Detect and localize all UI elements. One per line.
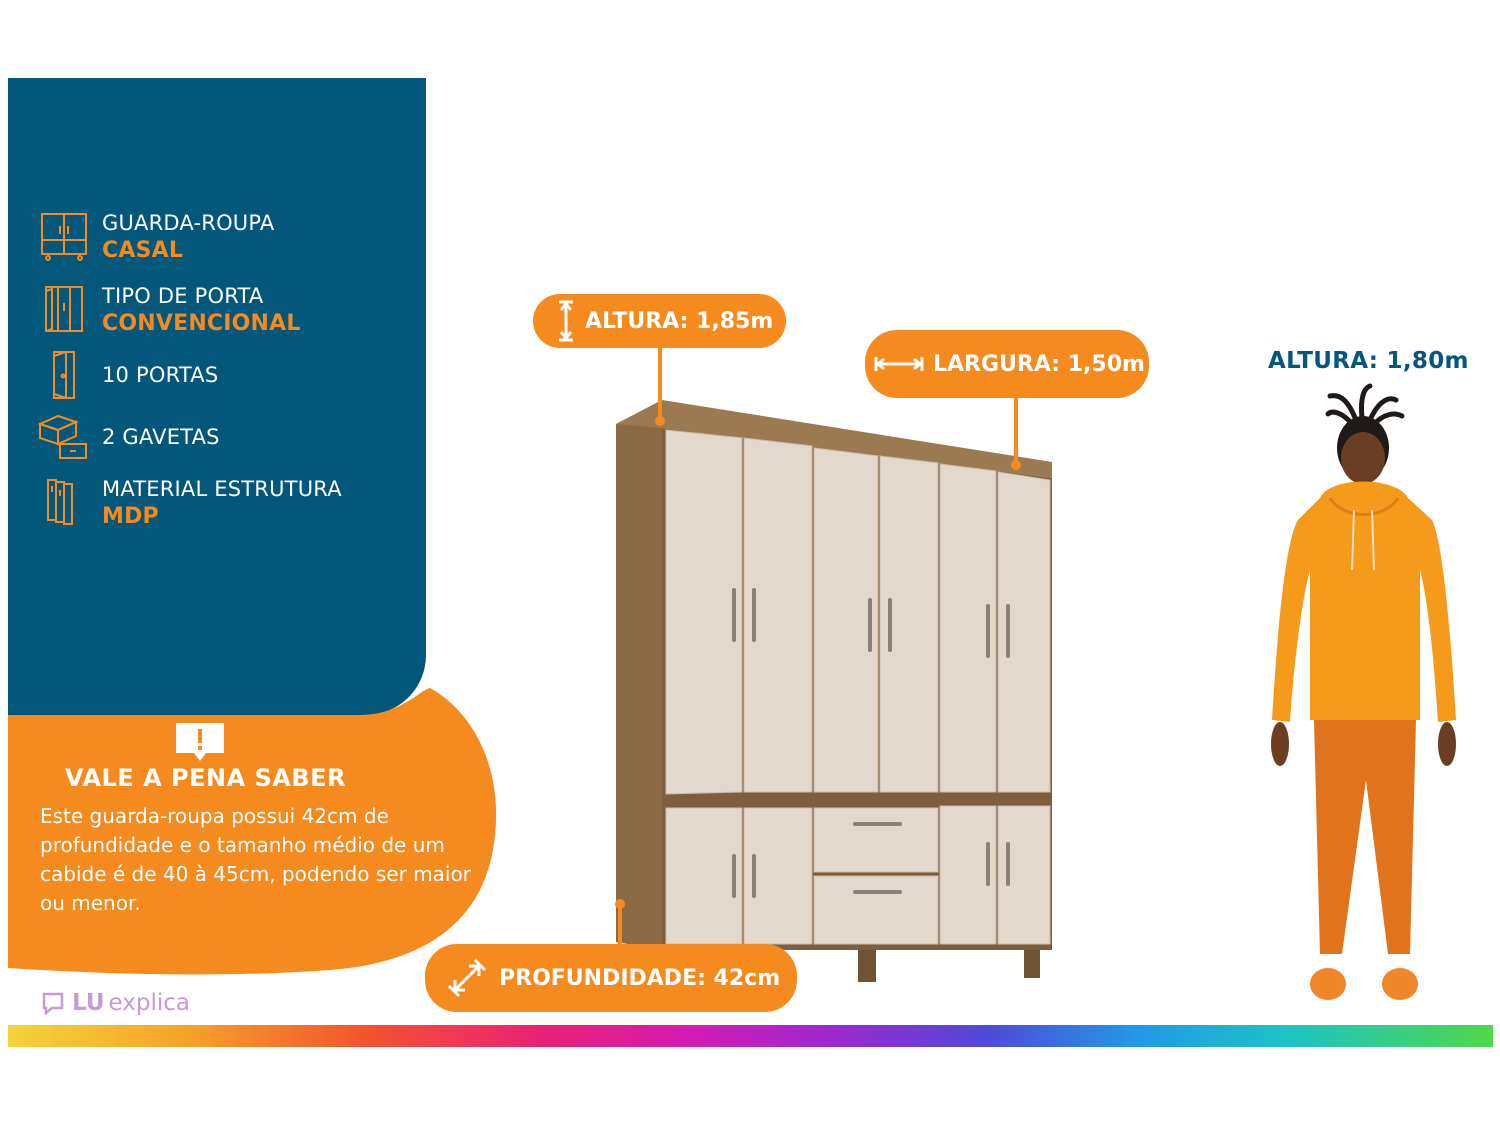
person-illustration — [1271, 383, 1456, 1000]
spec-drawers: 2 GAVETAS — [38, 410, 220, 462]
depth-value: PROFUNDIDADE: 42cm — [499, 965, 781, 991]
specs-panel — [8, 78, 426, 715]
vertical-arrow-icon — [555, 299, 577, 343]
diagonal-arrow-icon — [447, 958, 487, 998]
alert-icon — [176, 723, 224, 763]
horizontal-arrow-icon — [873, 354, 925, 374]
brand-explica: explica — [108, 990, 190, 1016]
spec-type-value: CASAL — [102, 238, 184, 263]
door-type-icon — [38, 283, 90, 335]
height-value: ALTURA: 1,85m — [585, 308, 774, 334]
width-leader — [1014, 398, 1018, 464]
spec-doors: 10 PORTAS — [38, 350, 218, 402]
brand-lu: LU — [72, 990, 105, 1016]
panels-icon — [38, 476, 90, 528]
speech-bubble-icon — [40, 990, 66, 1016]
spec-doors-label: 10 PORTAS — [102, 363, 219, 387]
depth-pill: PROFUNDIDADE: 42cm — [425, 944, 797, 1012]
spec-material-label: MATERIAL ESTRUTURA — [102, 477, 342, 501]
spec-door-type-value: CONVENCIONAL — [102, 311, 301, 336]
width-value: LARGURA: 1,50m — [933, 351, 1145, 377]
info-blob — [8, 688, 497, 975]
info-text: Este guarda-roupa possui 42cm de profund… — [40, 804, 471, 915]
spec-door-type-label: TIPO DE PORTA — [102, 284, 264, 308]
spec-material: MATERIAL ESTRUTURA MDP — [38, 476, 342, 530]
spec-type: GUARDA-ROUPA CASAL — [38, 210, 274, 264]
rainbow-bar — [8, 1025, 1493, 1047]
height-pill: ALTURA: 1,85m — [533, 294, 786, 348]
height-leader — [658, 346, 662, 420]
spec-drawers-label: 2 GAVETAS — [102, 425, 220, 449]
brand-logo: LU explica — [40, 990, 190, 1016]
height-leader-dot — [655, 416, 665, 426]
person-height-label: ALTURA: 1,80m — [1268, 348, 1469, 374]
depth-leader-dot — [615, 899, 625, 909]
door-icon — [38, 350, 90, 402]
spec-type-label: GUARDA-ROUPA — [102, 211, 275, 235]
wardrobe-illustration — [616, 400, 1052, 982]
width-pill: LARGURA: 1,50m — [865, 330, 1149, 398]
spec-door-type: TIPO DE PORTA CONVENCIONAL — [38, 283, 301, 337]
spec-material-value: MDP — [102, 504, 159, 529]
info-title: VALE A PENA SABER — [65, 764, 347, 792]
wardrobe-icon — [38, 210, 90, 262]
width-leader-dot — [1011, 460, 1021, 470]
drawers-icon — [38, 410, 90, 462]
depth-leader — [618, 904, 622, 946]
